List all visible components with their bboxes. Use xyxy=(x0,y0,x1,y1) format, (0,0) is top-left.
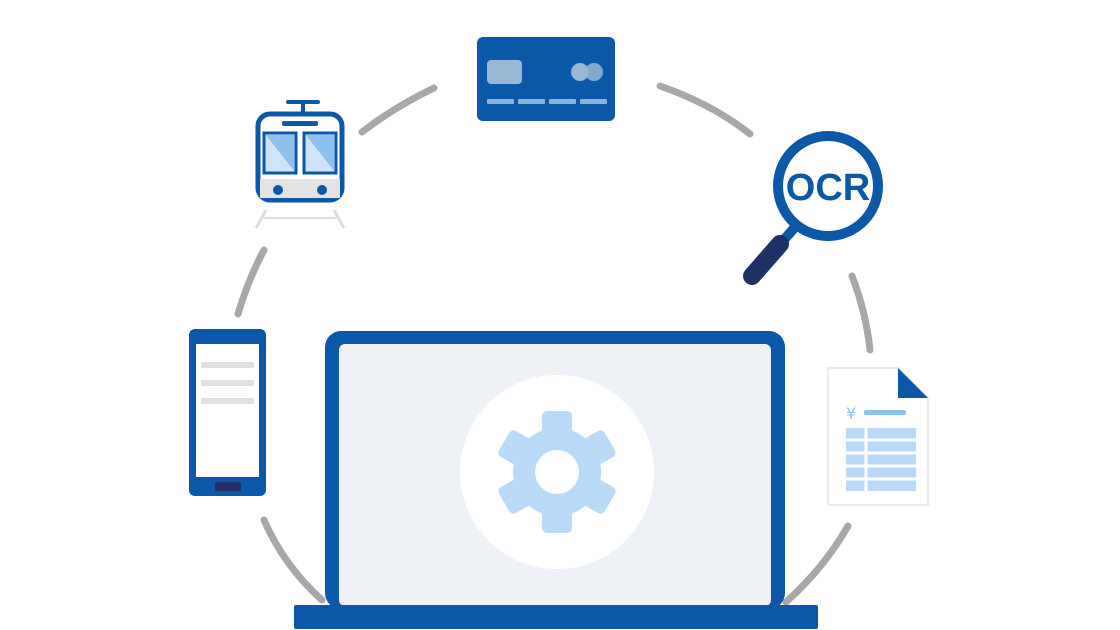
cycle-arcs xyxy=(234,82,874,606)
arc-card-to-ocr xyxy=(656,82,754,138)
credit-card-icon xyxy=(477,37,615,121)
train-icon xyxy=(254,100,346,229)
yen-receipt-icon: ¥ xyxy=(827,367,929,506)
arc-laptop-to-phone xyxy=(260,516,326,604)
ocr-magnifier-icon: OCR xyxy=(743,131,883,285)
yen-symbol: ¥ xyxy=(846,404,856,423)
arc-train-to-card xyxy=(358,84,438,136)
arc-receipt-to-laptop xyxy=(782,522,852,606)
arc-phone-to-train xyxy=(234,246,268,318)
ocr-label: OCR xyxy=(786,167,870,209)
smartphone-icon xyxy=(189,329,266,496)
laptop-icon xyxy=(294,331,818,629)
arc-ocr-to-receipt xyxy=(848,272,874,354)
